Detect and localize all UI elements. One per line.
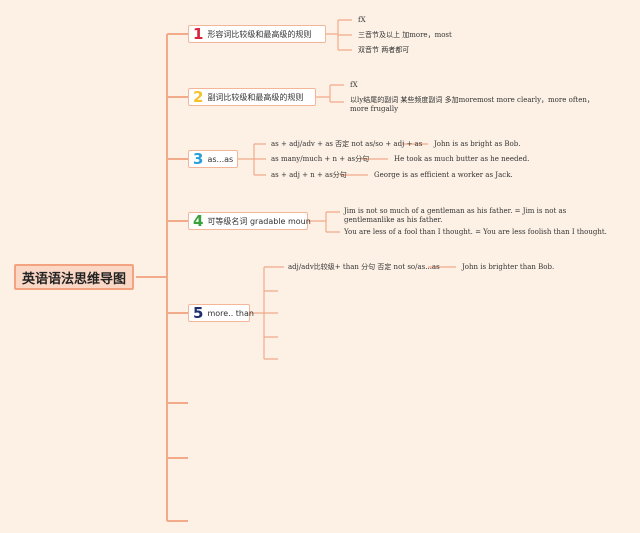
topic-5-rule-1[interactable]: adj/adv比较级+ than 分句 否定 not so/as...as <box>288 263 440 271</box>
topic-5-label: more.. than <box>207 308 254 318</box>
topic-1-leaf-2[interactable]: 三音节及以上 加more，most <box>358 31 452 39</box>
topic-3-rule-2[interactable]: as many/much + n + as分句 <box>271 155 370 163</box>
topic-1-label: 形容词比较级和最高级的规则 <box>207 29 312 39</box>
topic-3-example-1[interactable]: John is as bright as Bob. <box>434 140 521 148</box>
root-node[interactable]: 英语语法思维导图 <box>14 264 134 290</box>
topic-3[interactable]: 3 as...as <box>188 150 238 168</box>
topic-3-rule-3[interactable]: as + adj + n + as分句 <box>271 171 347 179</box>
topic-1-number: 1 <box>193 24 204 43</box>
root-label: 英语语法思维导图 <box>21 271 126 287</box>
topic-2[interactable]: 2 副词比较级和最高级的规则 <box>188 88 316 106</box>
topic-4-leaf-2[interactable]: You are less of a fool than I thought. =… <box>344 228 607 236</box>
topic-1[interactable]: 1 形容词比较级和最高级的规则 <box>188 25 326 43</box>
topic-5-number: 5 <box>193 303 204 322</box>
topic-2-number: 2 <box>193 87 204 106</box>
topic-5-example-1[interactable]: John is brighter than Bob. <box>462 263 555 271</box>
topic-3-example-2[interactable]: He took as much butter as he needed. <box>394 155 530 163</box>
topic-3-example-3[interactable]: George is as efficient a worker as Jack. <box>374 171 513 179</box>
topic-4-leaf-1[interactable]: Jim is not so much of a gentleman as his… <box>344 207 567 224</box>
topic-1-leaf-1[interactable]: fX <box>358 16 366 24</box>
topic-2-label: 副词比较级和最高级的规则 <box>207 92 304 102</box>
topic-4-label: 可等级名词 gradable moun <box>207 216 311 226</box>
topic-4[interactable]: 4 可等级名词 gradable moun <box>188 211 311 230</box>
topic-1-leaf-3[interactable]: 双音节 两者都可 <box>358 46 410 54</box>
topic-3-rule-1[interactable]: as + adj/adv + as 否定 not as/so + adj + a… <box>271 140 423 148</box>
topic-2-leaf-2[interactable]: 以ly结尾的副词 某些频度副词 多加moremost more clearly，… <box>350 96 594 113</box>
topic-2-leaf-1[interactable]: fX <box>350 81 358 89</box>
topic-5[interactable]: 5 more.. than <box>188 303 254 322</box>
topic-3-number: 3 <box>193 149 204 168</box>
topic-3-label: as...as <box>207 154 234 164</box>
topic-4-number: 4 <box>193 211 204 230</box>
